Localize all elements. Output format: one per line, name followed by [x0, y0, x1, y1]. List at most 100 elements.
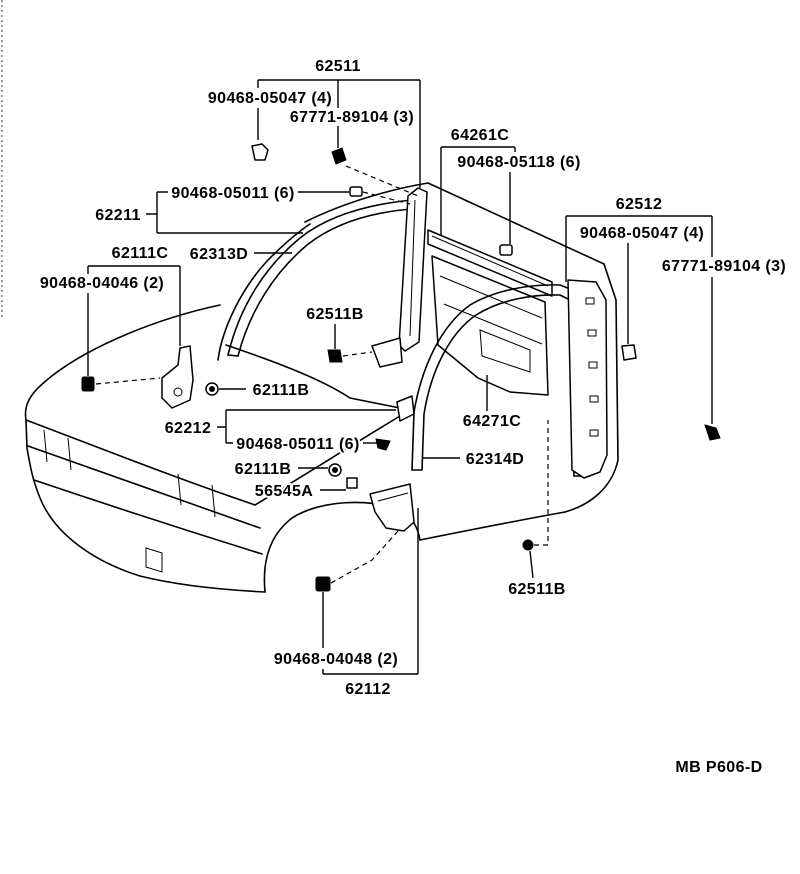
callout-labels: 62511 90468-05047 (4) 67771-89104 (3) 64… [38, 56, 788, 778]
bracket-62111c-hole [173, 387, 183, 397]
leader-62212 [217, 409, 396, 444]
weatherstrip-62313d-outer [227, 199, 413, 356]
callout-90468-05011-upper: 90468-05011 (6) [171, 185, 294, 202]
headlamp-line [27, 445, 261, 529]
callout-64261c: 64261C [451, 127, 509, 144]
panel-64261c-body [427, 229, 553, 297]
clip-90468-05047-right [621, 344, 637, 361]
callout-62314d: 62314D [466, 451, 524, 468]
front-face-outline [25, 419, 266, 593]
clip-62511b-lower [522, 539, 534, 551]
leader-62511 [257, 79, 421, 188]
center-pillar-garnish-62512-body [567, 279, 608, 479]
clip-62111b-lower [328, 463, 342, 477]
callout-90468-05118: 90468-05118 (6) [457, 154, 580, 171]
callout-90468-04046: 90468-04046 (2) [40, 275, 164, 292]
pillar-garnish-62511-rib [409, 199, 416, 337]
garnish-62112-line [377, 492, 409, 502]
figure-code: MB P606-D [675, 759, 762, 776]
leader-lines [87, 79, 713, 675]
grille-slit-4 [211, 484, 216, 518]
callout-90468-05047-right: 90468-05047 (4) [580, 225, 704, 242]
clip-90468-05047-left [251, 143, 269, 161]
clip-90468-05011-upper [349, 186, 363, 197]
lower-grille-box [145, 547, 163, 573]
callout-62111b-lower: 62111B [235, 461, 292, 478]
dash-04048-to-garnish [330, 530, 399, 584]
callout-62212: 62212 [165, 420, 212, 437]
hood-front-edge [25, 419, 256, 506]
callout-62112: 62112 [345, 681, 391, 698]
callout-56545a: 56545A [255, 483, 313, 500]
garnish-hole-5 [589, 429, 599, 437]
clip-90468-05118 [499, 244, 513, 256]
door-sill-line [419, 511, 566, 541]
leader-62112 [322, 508, 419, 675]
clip-62511b-upper [327, 349, 343, 363]
clip-62111b-lower-center [332, 467, 338, 473]
weatherstrip-62314d-outer [411, 284, 583, 477]
garnish-hole-4 [589, 395, 599, 403]
weatherstrip-62313d-caps [227, 199, 413, 357]
trim-panel-64271c-band-1 [439, 275, 543, 319]
callout-62511b-lower: 62511B [508, 581, 566, 598]
clip-90468-05011-lower [375, 438, 391, 451]
dash-62511b-upper-to-bracket [342, 351, 373, 357]
leader-64261c [440, 146, 516, 244]
clips [81, 143, 721, 592]
rear-quarter-outline [564, 263, 619, 513]
callout-64271c: 64271C [463, 413, 521, 430]
dash-04046-to-bracket [95, 377, 161, 385]
clip-62111b-upper [205, 382, 219, 396]
clip-67771-89104-left [331, 147, 347, 165]
callout-67771-89104-right: 67771-89104 (3) [662, 258, 786, 275]
trim-panel-64271c-body [431, 255, 549, 396]
leader-62211 [146, 191, 303, 234]
garnish-62212 [396, 395, 415, 422]
callout-90468-05047-left: 90468-05047 (4) [208, 90, 332, 107]
callout-62511: 62511 [315, 58, 361, 75]
clip-62111b-upper-center [209, 386, 215, 392]
bumper-line [33, 479, 263, 555]
callout-62511b-upper: 62511B [306, 306, 364, 323]
callout-62111b-upper: 62111B [253, 382, 310, 399]
callout-62211: 62211 [95, 207, 141, 224]
roof-edge [304, 182, 605, 265]
garnish-62112-body [369, 483, 415, 532]
weatherstrip-62314d [411, 284, 583, 477]
near-hood-edge [254, 409, 411, 506]
center-pillar-garnish-62512 [567, 279, 608, 479]
callout-62111c: 62111C [112, 245, 169, 262]
panel-64261c-line [431, 235, 549, 287]
callout-90468-04048: 90468-04048 (2) [274, 651, 398, 668]
clip-90468-04048 [315, 576, 331, 592]
callout-62313d: 62313D [190, 246, 248, 263]
pillar-garnish-62511-body [398, 187, 428, 352]
panel-64261c [427, 229, 553, 297]
callout-62512: 62512 [616, 196, 663, 213]
leader-62111c [87, 265, 181, 376]
garnish-62112 [369, 483, 415, 532]
grille-slit-2 [67, 437, 72, 471]
garnish-hole-1 [585, 297, 595, 305]
leader-62512 [565, 215, 713, 424]
weatherstrip-62313d [227, 199, 413, 357]
assembly-dashed-lines [95, 165, 549, 584]
dash-05011-to-garnish [362, 191, 411, 205]
callout-90468-05011-lower: 90468-05011 (6) [236, 436, 359, 453]
clip-67771-89104-right [704, 424, 721, 441]
hood-cowl-line [225, 344, 411, 411]
weatherstrip-62314d-caps [411, 469, 583, 477]
trim-panel-64271c [431, 255, 549, 396]
trim-panel-64271c-box [479, 329, 531, 373]
dash-67771-left-to-pillar [345, 165, 419, 197]
weatherstrip-62314d-inner [421, 294, 575, 477]
bracket-62111c [161, 345, 194, 409]
far-a-pillar-outer [217, 223, 311, 361]
callout-67771-89104-left: 67771-89104 (3) [290, 109, 414, 126]
grille-slit-1 [43, 429, 48, 463]
dash-62511b-lower-to-body [534, 420, 549, 546]
grille-slit-3 [177, 473, 182, 506]
trim-panel-64271c-band-2 [443, 303, 543, 345]
